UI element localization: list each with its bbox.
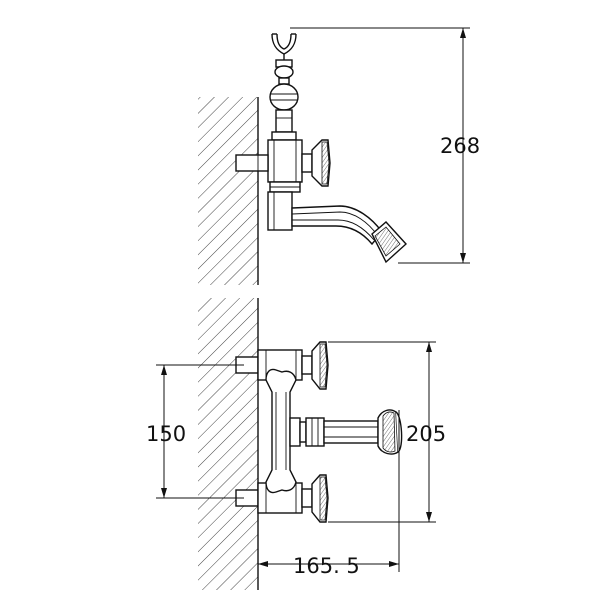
front-view: 150 205 165. 5 (146, 298, 446, 590)
wall-section-top (198, 97, 258, 285)
mixer-body-side (235, 139, 331, 231)
dimension-label-165-5: 165. 5 (293, 554, 360, 578)
shower-holder-fork (271, 33, 297, 60)
wall-section-bottom (198, 298, 258, 590)
diverter-stem (269, 59, 299, 141)
dimension-label-268: 268 (440, 134, 480, 158)
dimension-165-5: 165. 5 (257, 410, 400, 578)
lower-valve (235, 474, 329, 523)
side-view: 268 (198, 27, 480, 285)
dimension-label-150: 150 (146, 422, 186, 446)
dimension-205: 205 (328, 341, 446, 523)
dimension-150: 150 (146, 364, 244, 499)
dimension-268: 268 (290, 27, 480, 264)
dimension-label-205: 205 (406, 422, 446, 446)
bath-spout-side (291, 205, 407, 264)
bath-spout-front (323, 409, 403, 455)
mixer-body-front (265, 368, 325, 494)
